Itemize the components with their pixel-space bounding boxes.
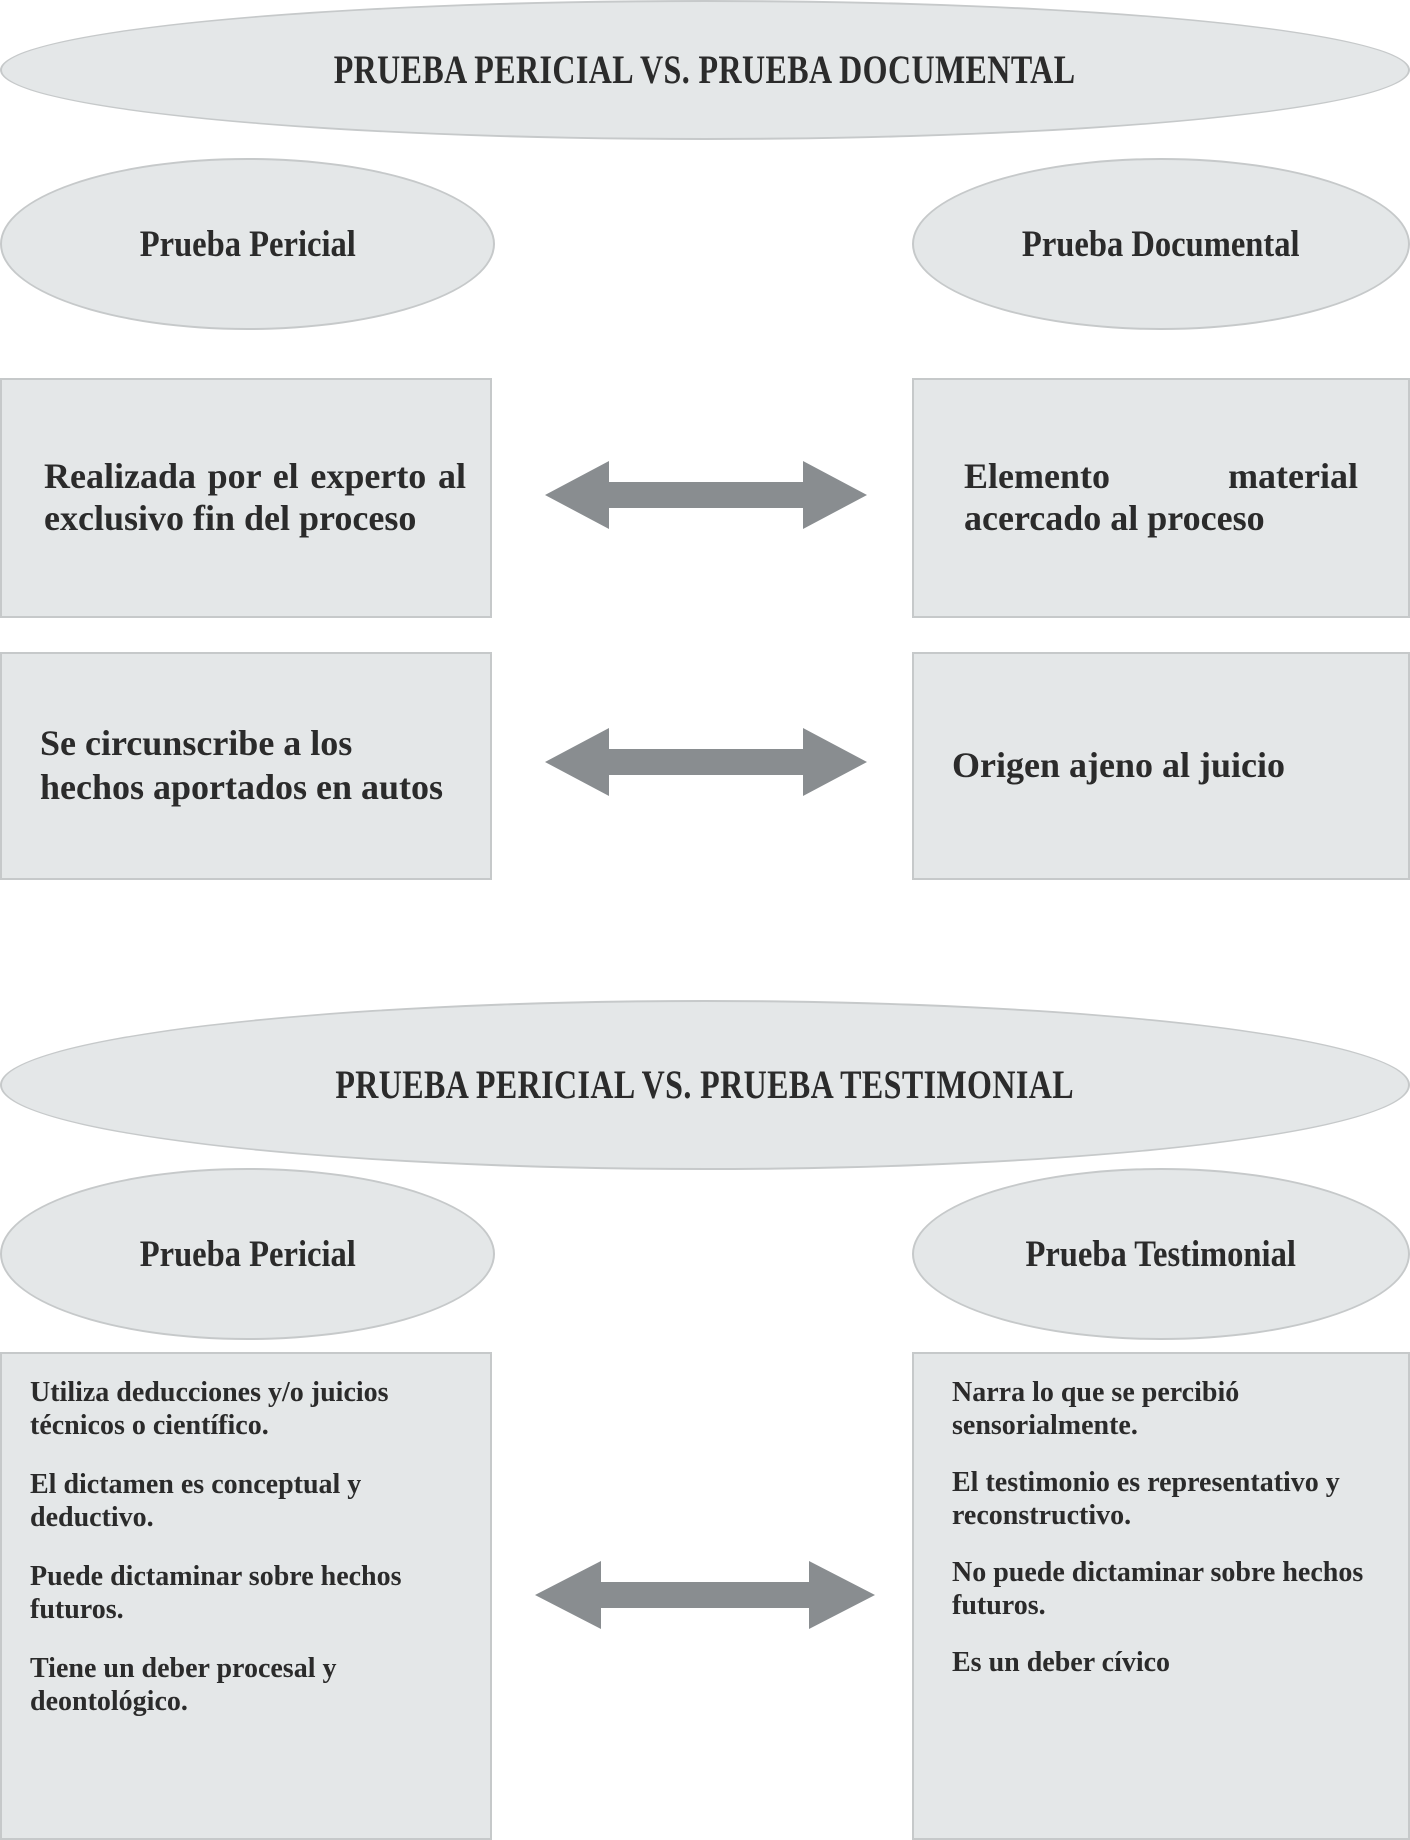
section1-row1-left-box: Realizada por el experto al exclusivo fi… (0, 378, 492, 618)
section2-left-point: Puede dictaminar sobre hechos futuros. (30, 1561, 402, 1626)
section1-title-ellipse: PRUEBA PERICIAL VS. PRUEBA DOCUMENTAL (0, 0, 1410, 140)
section2-right-point: Narra lo que se percibió sensorialmente. (952, 1377, 1240, 1442)
section1-row2-left-text: Se circunscribe a los hechos aportados e… (40, 723, 444, 807)
section1-left-label-ellipse: Prueba Pericial (0, 158, 495, 330)
section2-left-label-text: Prueba Pericial (139, 1233, 356, 1275)
section1-row2-right-text: Origen ajeno al juicio (952, 745, 1285, 786)
section1-row1-left-text: Realizada por el experto al exclusivo fi… (44, 456, 466, 538)
section1-row1-right-text: Elemento material acercado al proceso (964, 456, 1358, 538)
section2-right-point: Es un deber cívico (952, 1647, 1171, 1679)
section1-title-text: PRUEBA PERICIAL VS. PRUEBA DOCUMENTAL (334, 47, 1076, 92)
section2-right-label-text: Prueba Testimonial (1025, 1233, 1297, 1275)
section2-right-point: El testimonio es representativo y recons… (952, 1467, 1340, 1532)
section2-double-arrow-icon (535, 1555, 875, 1635)
section1-row2-left-box: Se circunscribe a los hechos aportados e… (0, 652, 492, 880)
section1-row1-right-box: Elemento material acercado al proceso (912, 378, 1410, 618)
section2-right-point: No puede dictaminar sobre hechos futuros… (952, 1557, 1364, 1622)
section2-title-ellipse: PRUEBA PERICIAL VS. PRUEBA TESTIMONIAL (0, 1000, 1410, 1170)
section1-row2-double-arrow-icon (545, 722, 867, 802)
section2-left-label-ellipse: Prueba Pericial (0, 1168, 495, 1340)
section1-right-label-text: Prueba Documental (1022, 223, 1300, 265)
section2-left-point: El dictamen es conceptual y deductivo. (30, 1469, 362, 1534)
section2-right-box: Narra lo que se percibió sensorialmente.… (912, 1352, 1410, 1840)
section2-left-box: Utiliza deducciones y/o juicios técnicos… (0, 1352, 492, 1840)
section1-row2-right-box: Origen ajeno al juicio (912, 652, 1410, 880)
section2-right-label-ellipse: Prueba Testimonial (912, 1168, 1410, 1340)
section2-left-point: Tiene un deber procesal y deontológico. (30, 1653, 337, 1718)
section2-title-text: PRUEBA PERICIAL VS. PRUEBA TESTIMONIAL (335, 1062, 1075, 1107)
section1-right-label-ellipse: Prueba Documental (912, 158, 1410, 330)
section1-row1-double-arrow-icon (545, 455, 867, 535)
section1-left-label-text: Prueba Pericial (139, 223, 356, 265)
section2-left-point: Utiliza deducciones y/o juicios técnicos… (30, 1377, 389, 1442)
